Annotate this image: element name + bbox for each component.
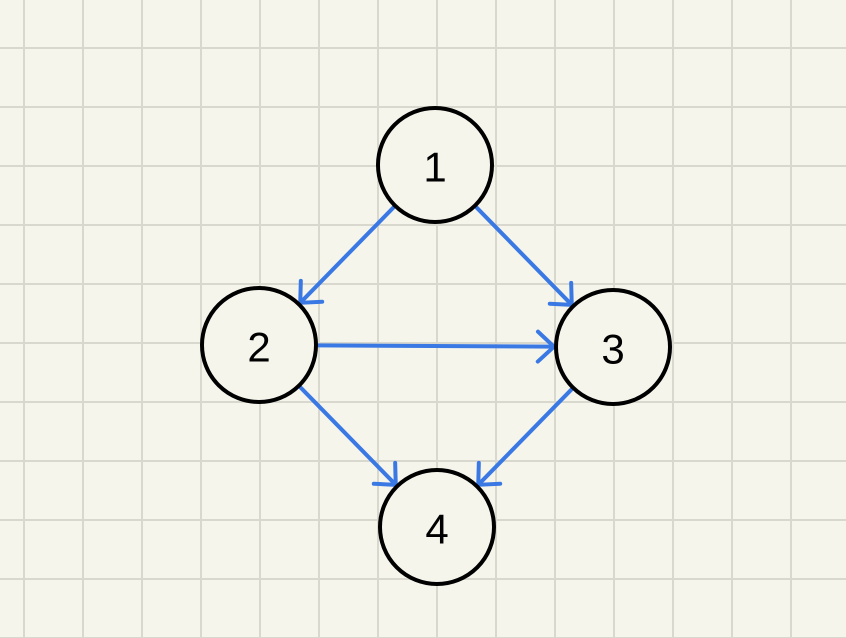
node-circle (378, 468, 496, 586)
edge-line (476, 387, 574, 487)
edge-line (298, 385, 398, 487)
node-3: 3 (554, 288, 672, 406)
node-4: 4 (378, 468, 496, 586)
edge-1-to-3 (474, 205, 574, 307)
node-1: 1 (376, 106, 494, 224)
node-circle (554, 288, 672, 406)
edge-line (298, 205, 396, 305)
node-label: 3 (601, 326, 624, 373)
node-circle (200, 286, 318, 404)
edge-line (315, 343, 557, 349)
node-label: 1 (423, 144, 446, 191)
node-circle (376, 106, 494, 224)
node-label: 4 (425, 506, 448, 553)
nodes-layer: 1 2 3 4 (200, 106, 672, 586)
edge-1-to-2 (298, 205, 396, 305)
edges-layer (298, 205, 574, 487)
node-label: 2 (247, 324, 270, 371)
edge-line (474, 205, 574, 307)
edge-3-to-4 (476, 387, 574, 487)
node-2: 2 (200, 286, 318, 404)
